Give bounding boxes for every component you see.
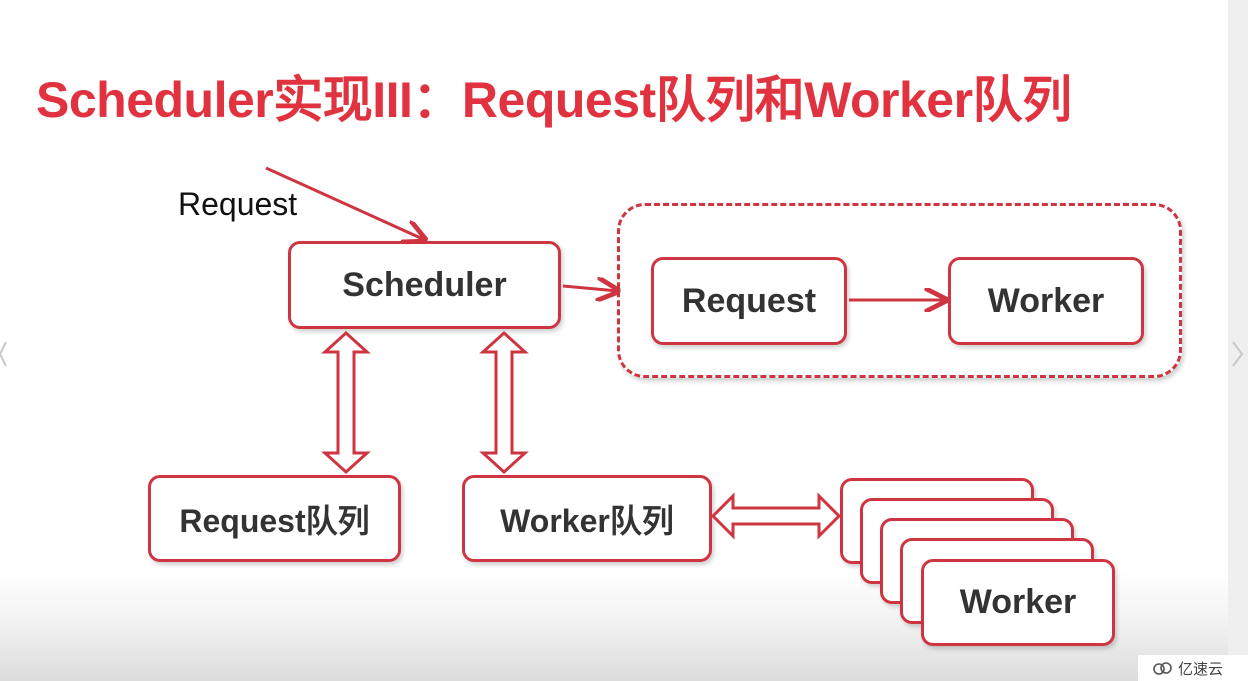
- cloud-logo-icon: [1153, 662, 1172, 675]
- scheduler-request-queue-double-arrow: [321, 330, 371, 475]
- request-queue-box: Request队列: [148, 475, 401, 562]
- scheduler-to-group-arrow: [562, 286, 618, 291]
- watermark: 亿速云: [1138, 655, 1248, 681]
- scheduler-worker-queue-double-arrow: [479, 330, 529, 475]
- worker-queue-stack-double-arrow: [710, 492, 842, 540]
- incoming-request-arrow: [265, 166, 425, 240]
- chevron-right-icon: [1232, 341, 1244, 367]
- chevron-left-icon: [0, 341, 7, 367]
- incoming-request-label: Request: [178, 186, 298, 222]
- watermark-text: 亿速云: [1178, 659, 1224, 678]
- worker-stack-card-front: Worker: [921, 559, 1115, 646]
- previous-slide-button[interactable]: [0, 336, 8, 372]
- worker-queue-box: Worker队列: [462, 475, 712, 562]
- slide-title: Scheduler实现III：Request队列和Worker队列: [36, 72, 1072, 128]
- viewer-side-strip: [1228, 0, 1248, 681]
- group-worker-box: Worker: [948, 257, 1144, 345]
- next-slide-button[interactable]: [1226, 336, 1248, 372]
- group-request-box: Request: [651, 257, 847, 345]
